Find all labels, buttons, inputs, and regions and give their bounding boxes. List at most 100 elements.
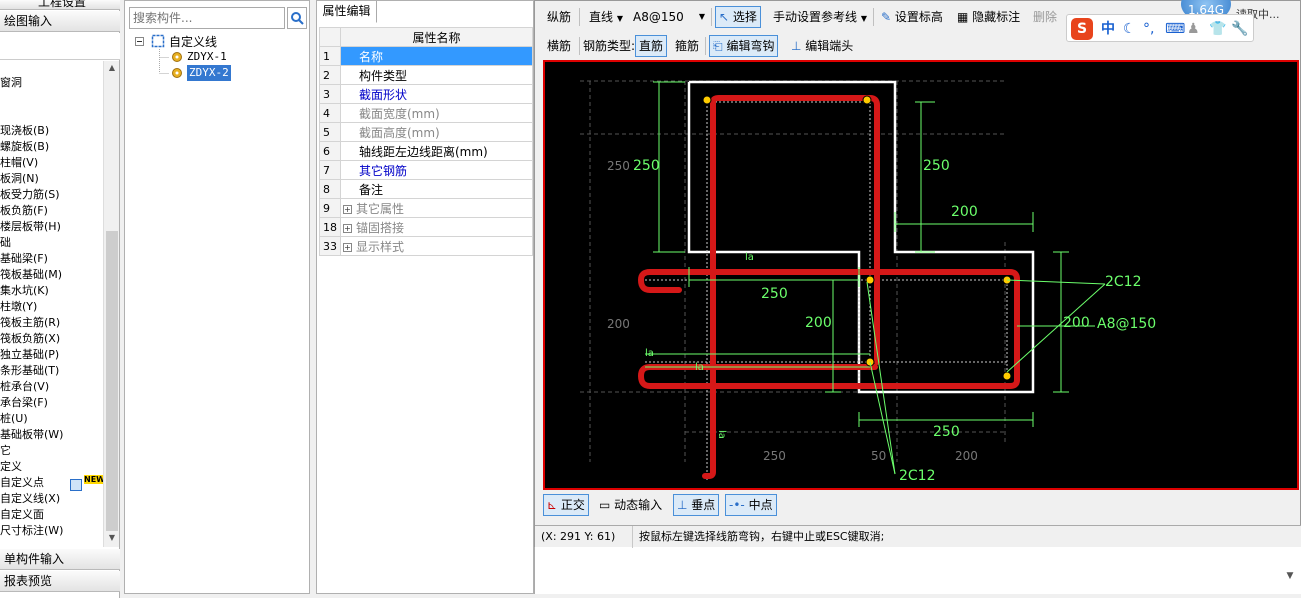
property-row[interactable]: 9+其它属性 [319,198,533,218]
nav-scrollbar[interactable]: ▲ ▼ [103,61,119,547]
moon-icon[interactable]: ☾ [1123,21,1136,37]
perpendicular-snap-toggle[interactable]: ⊥ 垂点 [673,494,720,516]
nav-item[interactable] [0,107,103,123]
nav-item[interactable]: 尺寸标注(W) [0,524,64,537]
nav-item[interactable]: 础 [0,236,11,249]
nav-scroll-thumb[interactable] [106,231,118,531]
tab-property-edit[interactable]: 属性编辑 [317,1,377,23]
drawing-canvas[interactable]: 250 250 200 250 200 200 250 2C12 A8@150 … [543,60,1299,490]
midpoint-snap-toggle[interactable]: -•- 中点 [725,494,777,516]
edit-hook-button[interactable]: ⎗ 编辑弯钩 [709,35,779,57]
nav-item[interactable]: 筏板基础(M) [0,268,63,281]
nav-project-settings-button[interactable]: 工程设置 [0,0,120,10]
component-search-input[interactable] [129,7,285,29]
nav-item[interactable]: 自定义点 [0,476,44,489]
chinese-mode-indicator[interactable]: 中 [1101,21,1115,37]
tree-root-custom-line[interactable]: 自定义线 [169,35,218,49]
property-name-cell[interactable]: 备注 [340,179,533,199]
nav-item[interactable]: 螺旋板(B) [0,140,50,153]
rebar-spec-dropdown[interactable]: A8@150 ▼ [629,6,709,28]
nav-item[interactable]: 定义 [0,460,22,473]
rebar-points[interactable] [702,95,1012,381]
keyboard-icon[interactable]: ⌨ [1165,21,1186,37]
straight-rebar-button[interactable]: 直筋 [635,35,668,57]
nav-item[interactable]: 承台梁(F) [0,396,48,409]
property-name-cell[interactable]: 构件类型 [340,65,533,85]
nav-item[interactable]: 窗洞 [0,76,22,89]
line-type-dropdown[interactable]: 直线 ▼ [585,6,627,28]
sogou-logo-icon[interactable]: S [1071,18,1093,40]
property-name-cell[interactable]: 截面宽度(mm) [340,103,533,123]
rebar-stirrups[interactable] [638,95,1020,479]
nav-item[interactable]: 基础梁(F) [0,252,48,265]
hide-annotation-button[interactable]: ▦ 隐藏标注 [953,6,1024,28]
ortho-toggle[interactable]: ⊾ 正交 [543,494,589,516]
expand-plus-icon[interactable]: + [343,204,352,214]
nav-item[interactable]: 柱帽(V) [0,156,39,169]
property-row[interactable]: 18+锚固搭接 [319,217,533,237]
nav-item[interactable]: 楼层板带(H) [0,220,61,233]
nav-item[interactable]: 桩承台(V) [0,380,50,393]
select-button[interactable]: ↖ 选择 [715,6,761,28]
property-name-cell[interactable]: 其它钢筋 [340,160,533,180]
property-name-cell[interactable]: 名称 [340,46,533,66]
nav-item-custom-line[interactable]: 自定义线(X) [0,492,61,505]
stirrup-button[interactable]: 箍筋 [675,39,700,53]
nav-item[interactable]: 现浇板(B) [0,124,50,137]
ime-toolbar[interactable]: S 中 ☾ °, ⌨ ♟ 👕 🔧 [1066,14,1254,42]
row-number: 5 [319,122,341,142]
search-button[interactable] [287,7,307,29]
scroll-up-arrow-icon[interactable]: ▲ [108,63,116,72]
nav-drawing-input-button[interactable]: 绘图输入 [0,11,120,32]
main-scroll-down-arrow-icon[interactable]: ▼ [1286,571,1294,581]
nav-item[interactable]: 板受力筋(S) [0,188,60,201]
rebar-drawing[interactable]: 250 250 200 250 200 200 250 2C12 A8@150 … [545,62,1297,488]
manual-reference-line-dropdown[interactable]: 手动设置参考线 ▼ [769,6,871,28]
nav-item[interactable]: 它 [0,444,11,457]
nav-item[interactable] [0,91,103,107]
scroll-down-arrow-icon[interactable]: ▼ [108,533,116,542]
expand-plus-icon[interactable]: + [343,223,352,233]
punctuation-icon[interactable]: °, [1143,21,1155,37]
nav-single-component-input-button[interactable]: 单构件输入 [0,549,120,570]
edit-end-button[interactable]: ⊥ 编辑端头 [787,35,857,57]
nav-item[interactable]: 独立基础(P) [0,348,60,361]
coordinate-readout: (X: 291 Y: 61) [535,526,633,548]
tree-item-zdyx-1[interactable]: ZDYX-1 [187,50,227,63]
nav-item[interactable]: 筏板主筋(R) [0,316,61,329]
nav-item[interactable]: 基础板带(W) [0,428,64,441]
nav-item[interactable]: 柱墩(Y) [0,300,38,313]
property-name-cell[interactable]: +锚固搭接 [340,217,533,237]
property-row[interactable]: 33+显示样式 [319,236,533,256]
nav-item[interactable]: 板负筋(F) [0,204,48,217]
nav-item[interactable]: 板洞(N) [0,172,39,185]
dynamic-input-toggle[interactable]: ▭ 动态输入 [595,494,666,516]
property-name-cell[interactable]: 截面高度(mm) [340,122,533,142]
nav-item[interactable]: 集水坑(K) [0,284,49,297]
property-name-cell[interactable]: 截面形状 [340,84,533,104]
skin-shirt-icon[interactable]: 👕 [1209,21,1227,37]
tree-item-zdyx-2[interactable]: ZDYX-2 [187,65,231,81]
nav-item[interactable]: 筏板负筋(X) [0,332,61,345]
set-elevation-button[interactable]: ✎ 设置标高 [877,6,947,28]
property-name-cell[interactable]: +其它属性 [340,198,533,218]
property-name-cell[interactable]: 轴线距左边线距离(mm) [340,141,533,161]
nav-spacer [0,33,120,60]
user-icon[interactable]: ♟ [1187,21,1200,37]
nav-report-preview-button[interactable]: 报表预览 [0,571,120,592]
property-name-cell[interactable]: +显示样式 [340,236,533,256]
expand-plus-icon[interactable]: + [343,242,352,252]
delete-button[interactable]: 删除 [1033,10,1058,24]
wrench-icon[interactable]: 🔧 [1231,21,1249,37]
nav-item[interactable]: 条形基础(T) [0,364,60,377]
nav-item[interactable]: 桩(U) [0,412,28,425]
nav-item[interactable]: 自定义面 [0,508,44,521]
